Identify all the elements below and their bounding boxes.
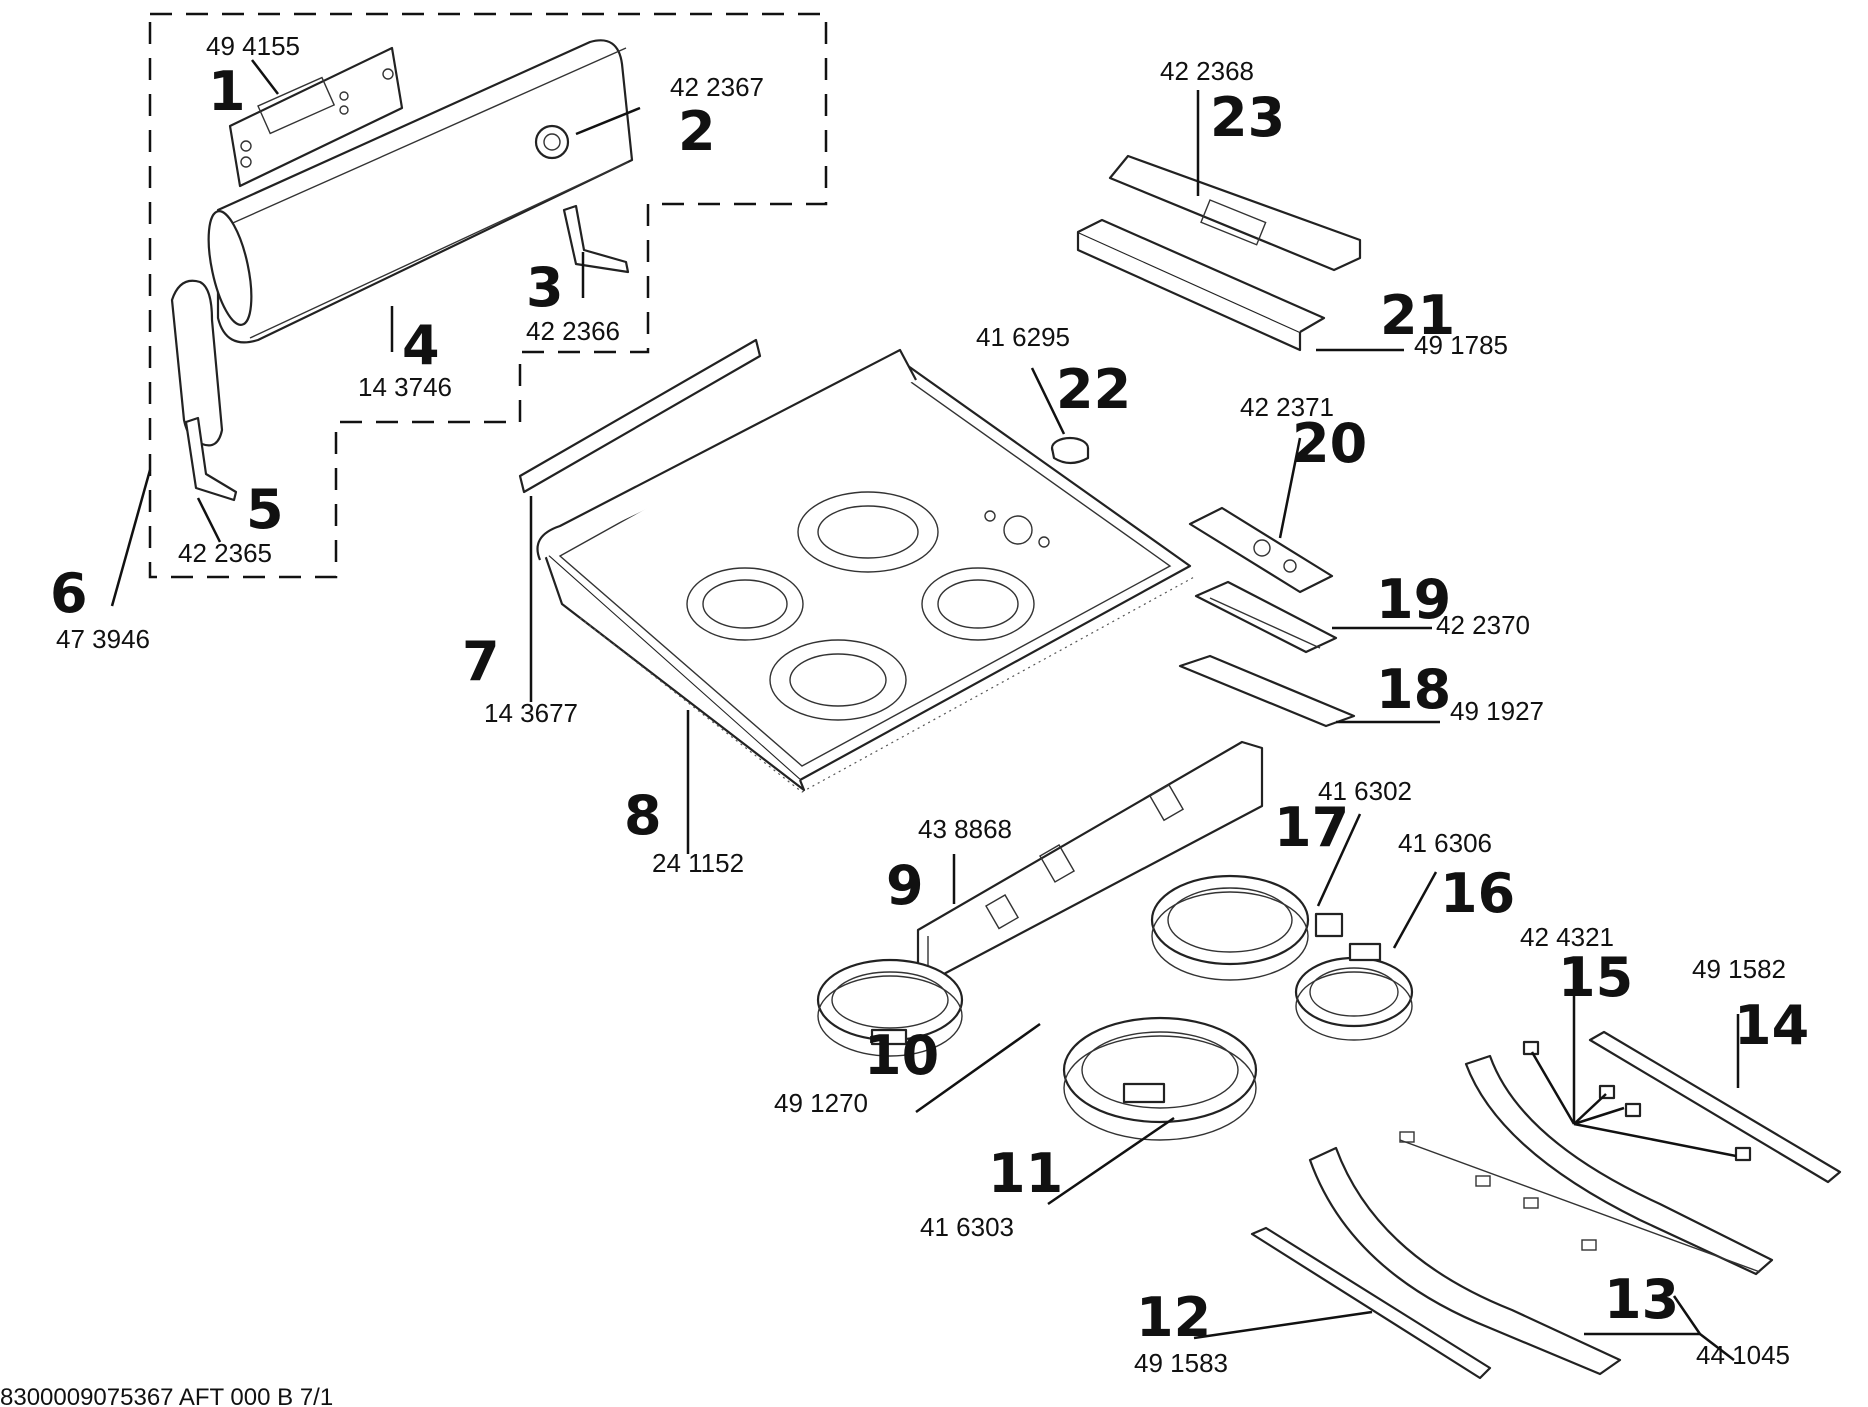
trim-strip-part — [1076, 218, 1326, 352]
callout-18: 18 — [1376, 658, 1451, 721]
callout-5: 5 — [246, 478, 284, 541]
callout-19: 19 — [1376, 568, 1451, 631]
frame-rail-rear-part — [1588, 1030, 1842, 1184]
bracket-left-part — [184, 416, 238, 502]
element-16-part — [1294, 942, 1414, 1041]
part-number-11: 41 6303 — [920, 1212, 1014, 1242]
part-number-19: 42 2370 — [1436, 610, 1530, 640]
frame-rail-front-part — [1250, 1226, 1492, 1380]
element-17-part — [1150, 874, 1344, 981]
assembly-group-outline — [148, 12, 828, 579]
frame-side-part — [1308, 1054, 1774, 1376]
part-number-13: 44 1045 — [1696, 1340, 1790, 1370]
part-number-1: 49 4155 — [206, 31, 300, 61]
part-number-4: 14 3746 — [358, 372, 452, 402]
callout-4: 4 — [402, 314, 440, 377]
callout-3: 3 — [526, 256, 564, 319]
callout-2: 2 — [678, 100, 716, 163]
switch-bracket-part — [1194, 580, 1338, 654]
callout-12: 12 — [1136, 1286, 1211, 1349]
callout-17: 17 — [1274, 796, 1349, 859]
leader-lines — [110, 59, 1740, 1361]
callout-10: 10 — [864, 1024, 939, 1087]
part-number-10: 49 1270 — [774, 1088, 868, 1118]
part-number-16: 41 6306 — [1398, 828, 1492, 858]
part-number-14: 49 1582 — [1692, 954, 1786, 984]
callout-15: 15 — [1558, 946, 1633, 1009]
callout-14: 14 — [1734, 994, 1809, 1057]
part-number-20: 42 2371 — [1240, 392, 1334, 422]
electronic-control-part — [228, 46, 404, 188]
switch-board-part — [1188, 506, 1334, 594]
callout-numbers: 1 2 3 4 5 6 7 8 9 10 11 12 13 14 15 16 1… — [50, 60, 1809, 1349]
callout-8: 8 — [624, 784, 662, 847]
callout-23: 23 — [1210, 86, 1285, 149]
bracket-right-part — [562, 204, 630, 274]
switch-housing-part — [1108, 154, 1362, 272]
callout-9: 9 — [886, 854, 924, 917]
element-11-part — [1062, 1016, 1258, 1141]
callout-6: 6 — [50, 562, 88, 625]
part-number-12: 49 1583 — [1134, 1348, 1228, 1378]
callout-22: 22 — [1056, 358, 1131, 421]
clip-part — [1522, 1040, 1752, 1162]
part-number-23: 42 2368 — [1160, 56, 1254, 86]
footer-reference: 8300009075367 AFT 000 B 7/1 — [0, 1384, 333, 1407]
rear-trim-part — [518, 338, 762, 494]
deflector-strip-part — [1178, 654, 1356, 728]
part-number-3: 42 2366 — [526, 316, 620, 346]
part-number-labels: 49 4155 42 2367 42 2366 14 3746 42 2365 … — [56, 31, 1790, 1378]
callout-11: 11 — [988, 1142, 1063, 1205]
part-number-5: 42 2365 — [178, 538, 272, 568]
part-number-22: 41 6295 — [976, 322, 1070, 352]
cooktop-part — [536, 348, 1197, 793]
part-number-8: 24 1152 — [652, 848, 744, 878]
part-number-6: 47 3946 — [56, 624, 150, 654]
part-number-2: 42 2367 — [670, 72, 764, 102]
callout-16: 16 — [1440, 862, 1515, 925]
knob-part — [1050, 436, 1090, 465]
callout-21: 21 — [1380, 284, 1455, 347]
part-number-21: 49 1785 — [1414, 330, 1508, 360]
callout-20: 20 — [1292, 412, 1367, 475]
part-number-18: 49 1927 — [1450, 696, 1544, 726]
part-number-17: 41 6302 — [1318, 776, 1412, 806]
control-panel-part — [207, 39, 634, 344]
callout-1: 1 — [208, 60, 246, 123]
part-number-7: 14 3677 — [484, 698, 578, 728]
part-number-15: 42 4321 — [1520, 922, 1614, 952]
callout-13: 13 — [1604, 1268, 1679, 1331]
element-10-part — [816, 958, 964, 1057]
part-number-9: 43 8868 — [918, 814, 1012, 844]
callout-7: 7 — [462, 630, 500, 693]
